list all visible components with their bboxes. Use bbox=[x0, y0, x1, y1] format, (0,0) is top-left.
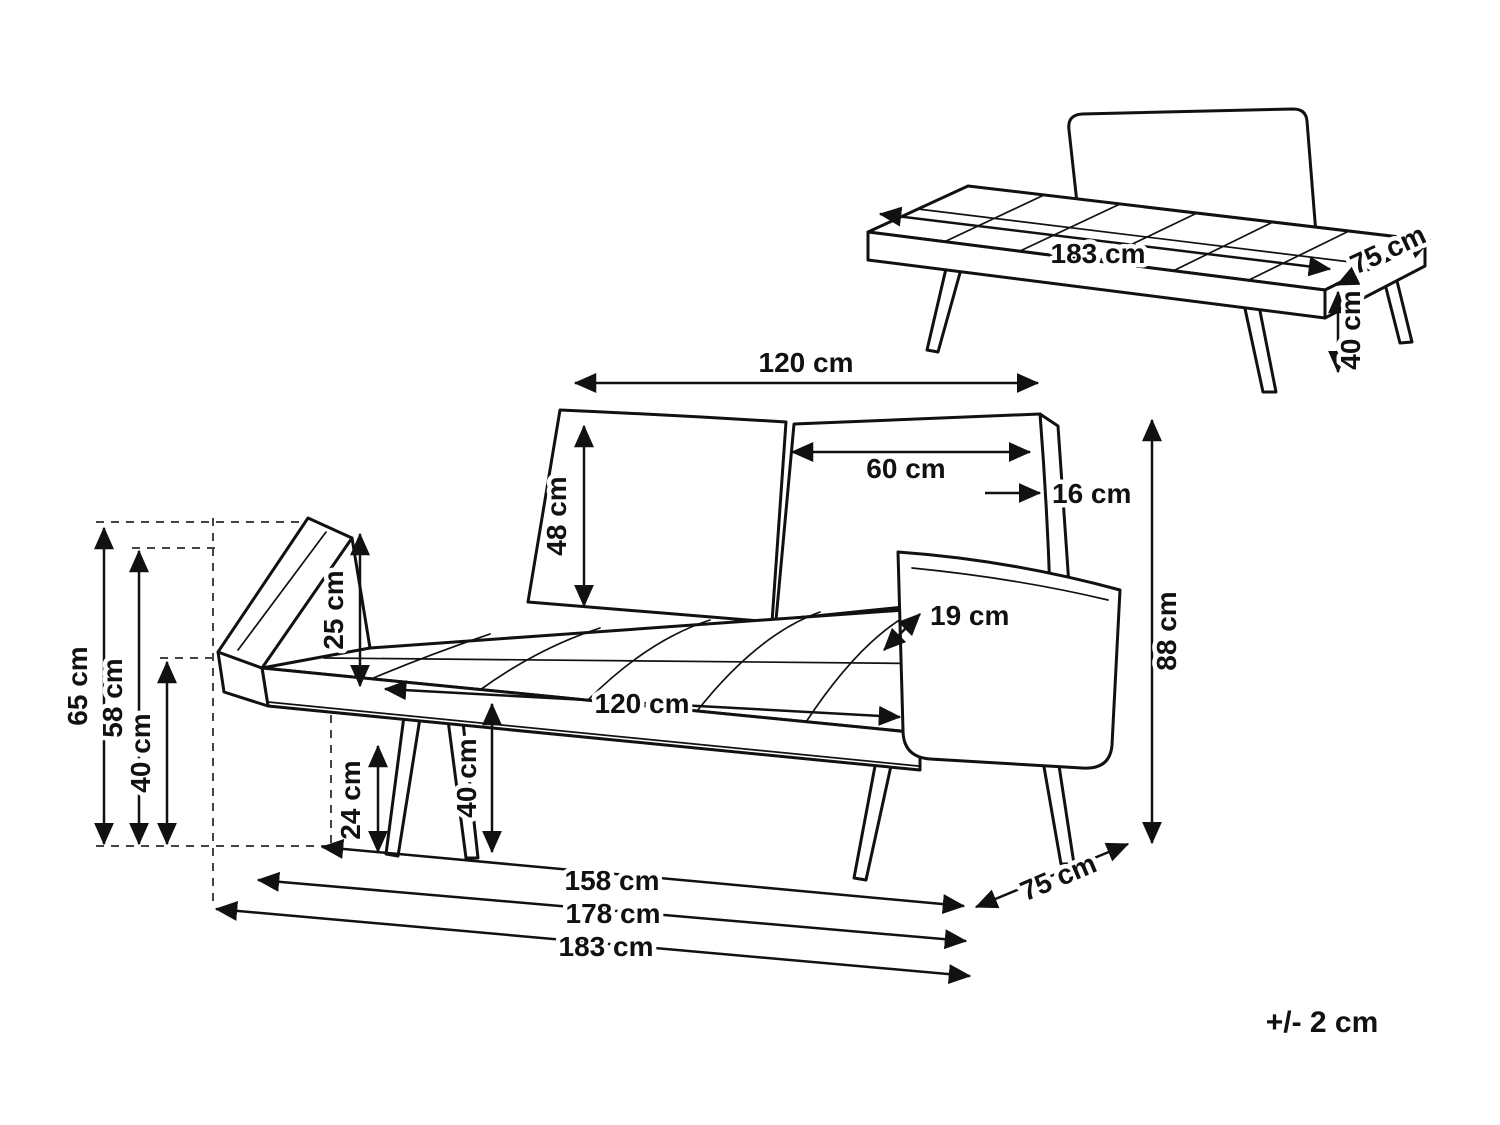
projection-guides bbox=[96, 518, 342, 906]
left-total-height-label: 65 cm bbox=[62, 646, 93, 725]
dim-armrest-width bbox=[883, 613, 921, 651]
right-armrest-edge bbox=[911, 567, 1109, 601]
seat-height-label: 40 cm bbox=[451, 738, 482, 817]
length-seat-label: 158 cm bbox=[565, 865, 660, 896]
left-seat-height-label: 40 cm bbox=[125, 713, 156, 792]
sofa-leg bbox=[852, 748, 896, 882]
dim-daybed-length bbox=[878, 206, 1332, 277]
left-armrest-crease bbox=[237, 531, 327, 651]
dim-daybed-depth bbox=[1335, 238, 1432, 287]
back-width-label: 120 cm bbox=[759, 347, 854, 378]
dim-depth bbox=[974, 842, 1130, 909]
right-armrest bbox=[896, 550, 1122, 770]
armrest-height-label: 25 cm bbox=[318, 570, 349, 649]
daybed-view: 183 cm 75 cm 40 cm bbox=[866, 107, 1435, 394]
tolerance-note: +/- 2 cm bbox=[1266, 1006, 1379, 1039]
length-total-label: 183 cm bbox=[559, 931, 654, 962]
back-cushion-height-label: 48 cm bbox=[541, 476, 572, 555]
sofa-front-view: 120 cm 48 cm 60 cm 16 cm 88 cm 25 cm 19 … bbox=[58, 343, 1187, 985]
dim-length-total bbox=[214, 900, 972, 985]
left-mid-height-label: 58 cm bbox=[97, 658, 128, 737]
daybed-leg bbox=[1242, 302, 1278, 394]
daybed-leg-height-label: 40 cm bbox=[1335, 290, 1366, 369]
daybed-leg bbox=[925, 258, 965, 354]
seat-front-seam bbox=[267, 701, 919, 767]
length-mid-label: 178 cm bbox=[566, 898, 661, 929]
back-thickness-label: 16 cm bbox=[1052, 478, 1131, 509]
daybed-backrest-panel bbox=[1067, 107, 1318, 236]
seat-width-label: 120 cm bbox=[595, 688, 690, 719]
dim-seat-width bbox=[383, 680, 902, 726]
overall-height-label: 88 cm bbox=[1151, 591, 1182, 670]
armrest-width-label: 19 cm bbox=[930, 600, 1009, 631]
daybed-leg bbox=[1382, 278, 1414, 345]
daybed-length-label: 183 cm bbox=[1051, 238, 1146, 269]
underframe-height-label: 24 cm bbox=[335, 760, 366, 839]
seat-tuft-line bbox=[370, 633, 491, 680]
seat-tuft-line bbox=[323, 657, 971, 665]
back-cushion-width-label: 60 cm bbox=[866, 453, 945, 484]
sofa-leg bbox=[384, 714, 422, 858]
